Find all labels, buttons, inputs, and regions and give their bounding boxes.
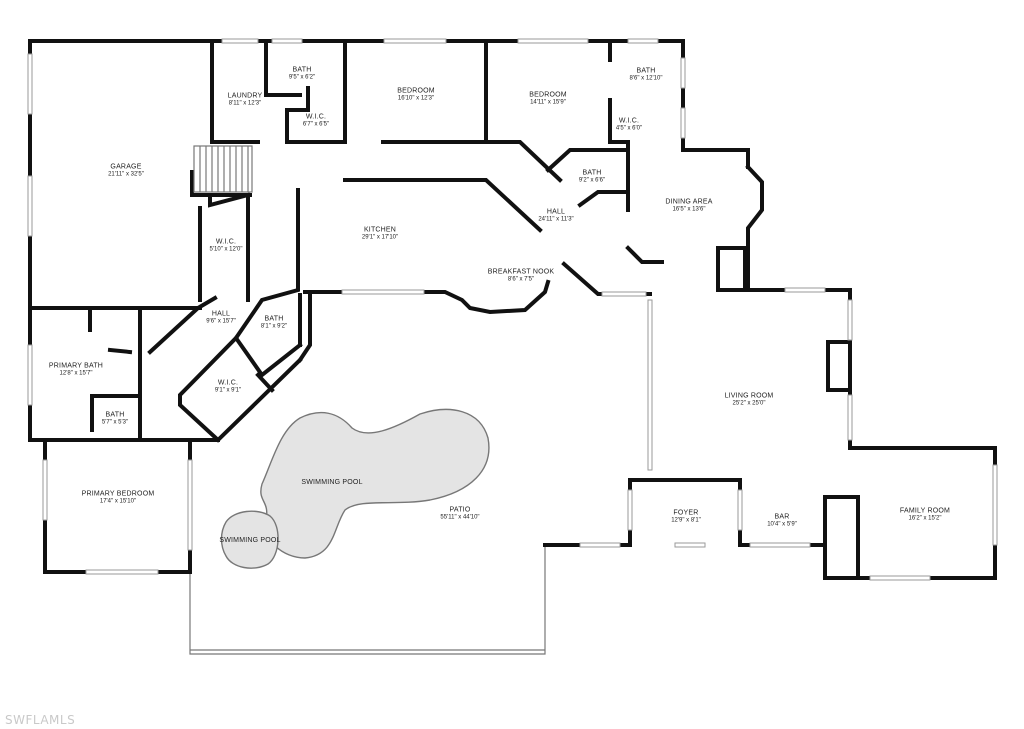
room-dimensions: 6'7" x 6'5"	[302, 121, 330, 128]
wic-diag-label: W.I.C.9'1" x 9'1"	[215, 380, 241, 395]
room-name: DINING AREA	[665, 198, 713, 206]
room-dimensions: 12'8" x 15'7"	[59, 370, 93, 377]
garage-stairs	[193, 145, 253, 193]
room-dimensions: 5'10" x 12'0"	[209, 246, 243, 253]
room-dimensions: 12'9" x 8'1"	[671, 517, 701, 524]
room-dimensions: 9'5" x 6'2"	[288, 74, 316, 81]
room-name: SWIMMING POOL	[219, 536, 281, 544]
room-dimensions: 25'2" x 25'0"	[732, 400, 766, 407]
room-name: PRIMARY BATH	[48, 362, 104, 370]
room-name: BATH	[105, 411, 125, 419]
swimming-pool-small-label: SWIMMING POOL	[219, 537, 280, 545]
room-dimensions: 16'2" x 15'2"	[908, 515, 942, 522]
room-name: BATH	[582, 169, 602, 177]
room-dimensions: 16'10" x 12'3"	[397, 95, 435, 102]
room-dimensions: 8'1" x 9'2"	[260, 323, 288, 330]
room-dimensions: 8'6" x 7'5"	[507, 276, 535, 283]
room-dimensions: 24'11" x 11'3"	[538, 216, 574, 223]
room-dimensions: 8'11" x 12'3"	[228, 100, 262, 107]
room-name: W.I.C.	[618, 117, 640, 125]
room-name: LIVING ROOM	[724, 392, 774, 400]
room-name: BATH	[292, 66, 312, 74]
room-dimensions: 16'5" x 13'6"	[672, 206, 706, 213]
wic-left-label: W.I.C.5'10" x 12'0"	[210, 239, 243, 254]
room-name: W.I.C.	[217, 379, 239, 387]
room-name: KITCHEN	[363, 226, 397, 234]
wic-top-right-label: W.I.C.4'5" x 6'0"	[616, 118, 642, 133]
swimming-pool-main	[260, 408, 490, 559]
room-name: BATH	[636, 67, 656, 75]
swimming-pool-main-label: SWIMMING POOL	[301, 479, 362, 487]
room-dimensions: 10'4" x 5'9"	[767, 521, 797, 528]
room-dimensions: 29'1" x 17'10"	[361, 234, 399, 241]
room-name: HALL	[546, 208, 566, 216]
room-dimensions: 4'5" x 6'0"	[615, 125, 643, 132]
room-dimensions: 14'11" x 15'9"	[530, 99, 566, 106]
room-dimensions: 8'6" x 12'10"	[629, 75, 663, 82]
room-name: BAR	[774, 513, 790, 521]
room-name: BEDROOM	[397, 87, 435, 95]
room-name: BREAKFAST NOOK	[487, 268, 555, 276]
room-dimensions: 55'11" x 44'10"	[440, 514, 480, 521]
swimming-pool-small	[220, 510, 279, 569]
room-dimensions: 9'1" x 9'1"	[214, 387, 242, 394]
walls	[28, 39, 997, 580]
room-name: LAUNDRY	[227, 92, 263, 100]
wic-top-label: W.I.C.6'7" x 6'5"	[303, 114, 329, 129]
room-name: FOYER	[673, 509, 699, 517]
room-name: SWIMMING POOL	[301, 478, 363, 486]
room-name: PATIO	[449, 506, 471, 514]
room-name: HALL	[211, 310, 231, 318]
windows	[27, 38, 998, 581]
room-name: W.I.C.	[215, 238, 237, 246]
room-name: GARAGE	[110, 163, 142, 171]
room-dimensions: 5'7" x 5'3"	[101, 419, 129, 426]
watermark: SWFLAMLS	[5, 713, 76, 727]
room-name: PRIMARY BEDROOM	[81, 490, 155, 498]
room-name: W.I.C.	[305, 113, 327, 121]
room-dimensions: 9'2" x 6'6"	[578, 177, 606, 184]
room-dimensions: 9'6" x 15'7"	[206, 318, 236, 325]
room-name: FAMILY ROOM	[899, 507, 951, 515]
room-name: BEDROOM	[529, 91, 567, 99]
room-dimensions: 17'4" x 15'10"	[99, 498, 137, 505]
room-dimensions: 21'11" x 32'5"	[108, 171, 144, 178]
room-name: BATH	[264, 315, 284, 323]
